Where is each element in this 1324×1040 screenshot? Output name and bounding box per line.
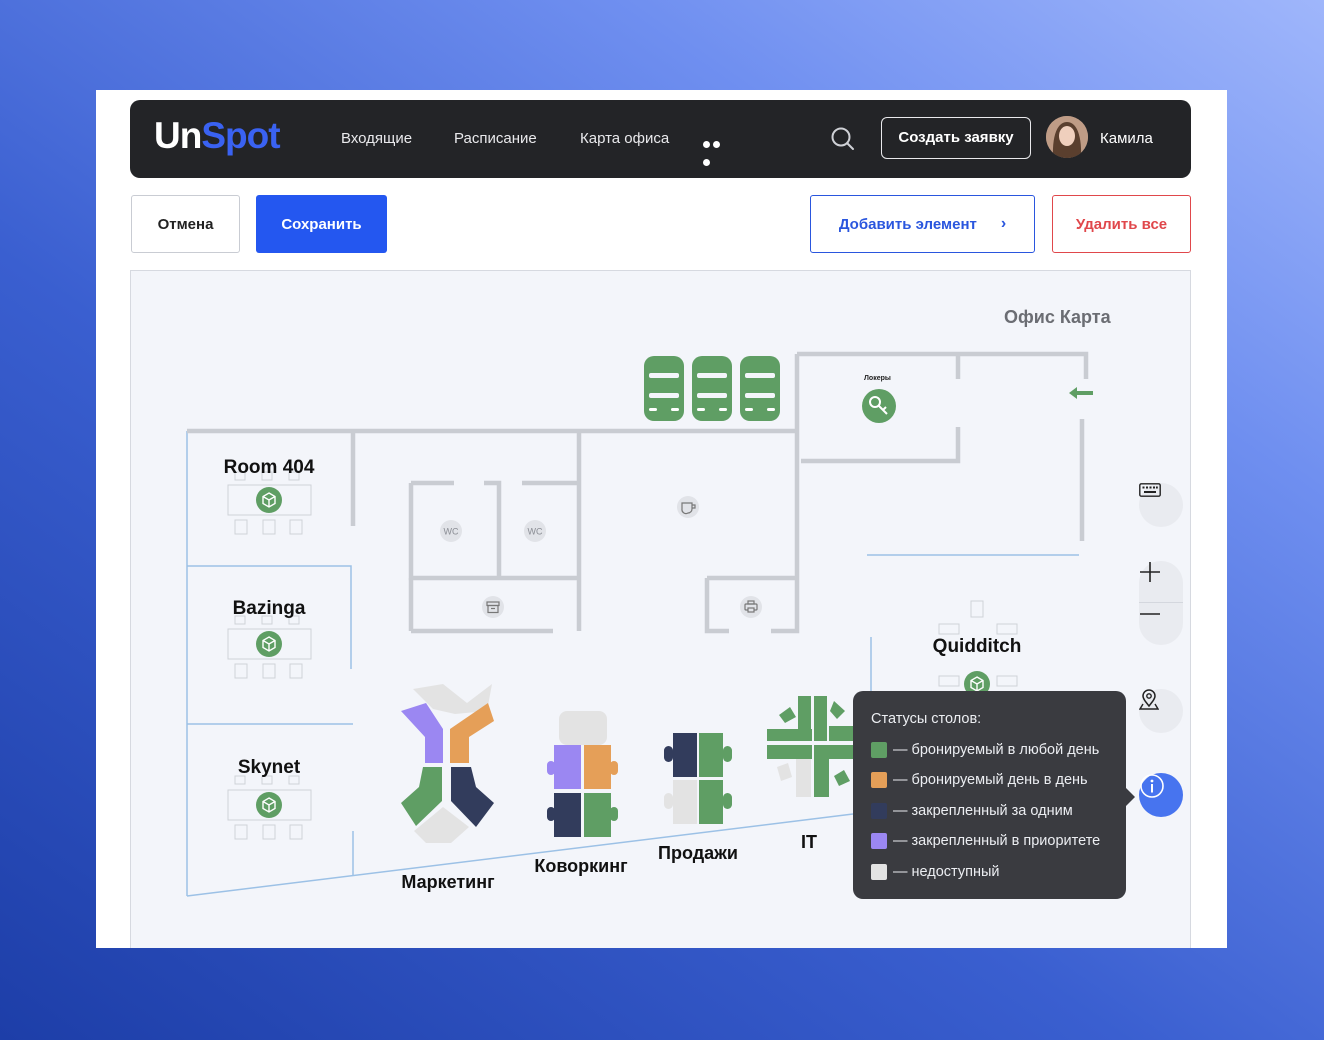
- minus-icon: [1140, 613, 1160, 615]
- nav-office-map[interactable]: Карта офиса: [580, 130, 670, 147]
- legend-item: — закрепленный в приоритете: [871, 832, 1100, 850]
- avatar[interactable]: [1046, 116, 1088, 158]
- legend-swatch-orange: [871, 772, 887, 788]
- keyboard-button[interactable]: [1139, 483, 1183, 527]
- zoom-in-button[interactable]: [1139, 561, 1183, 603]
- chevron-right-icon: ›: [1000, 215, 1007, 232]
- plus-icon: [1140, 562, 1160, 582]
- legend-item: — закрепленный за одним: [871, 802, 1073, 820]
- search-icon[interactable]: [830, 126, 856, 152]
- location-button[interactable]: [1139, 689, 1183, 733]
- cancel-button[interactable]: Отмена: [131, 195, 240, 253]
- legend-swatch-gray: [871, 864, 887, 880]
- info-icon: [1140, 774, 1164, 798]
- legend-swatch-green: [871, 742, 887, 758]
- room-label-bazinga[interactable]: Bazinga: [232, 598, 306, 619]
- legend-label: — недоступный: [893, 864, 1000, 880]
- more-menu-icon[interactable]: [703, 135, 731, 166]
- legend-title: Статусы столов:: [871, 711, 982, 727]
- delete-all-button[interactable]: Удалить все: [1052, 195, 1191, 253]
- nav-schedule[interactable]: Расписание: [454, 130, 537, 147]
- marketing-desk-cluster: [401, 684, 494, 843]
- zone-label-marketing[interactable]: Маркетинг: [401, 872, 495, 892]
- sales-desk-cluster: [664, 733, 732, 824]
- desk-status-legend: Статусы столов: — бронируемый в любой де…: [853, 691, 1135, 899]
- wc-icon: [440, 520, 546, 542]
- office-map-canvas[interactable]: WC WC: [130, 270, 1191, 948]
- room-label-skynet[interactable]: Skynet: [237, 757, 301, 778]
- logo-text-spot: Spot: [201, 115, 280, 156]
- save-button[interactable]: Сохранить: [256, 195, 387, 253]
- room-label-404[interactable]: Room 404: [223, 457, 315, 478]
- it-desk-cluster: [767, 696, 853, 797]
- parking-cars: [644, 356, 780, 421]
- legend-item: — бронируемый в любой день: [871, 741, 1099, 759]
- legend-item: — бронируемый день в день: [871, 771, 1088, 789]
- top-navigation-bar: UnSpot Входящие Расписание Карта офиса С…: [130, 100, 1191, 178]
- location-pin-icon: [1139, 689, 1159, 710]
- key-icon: [862, 389, 896, 423]
- info-button[interactable]: [1139, 773, 1183, 817]
- room-skynet-table: [227, 775, 312, 840]
- room-bazinga-table: [227, 615, 312, 679]
- archive-icon: [482, 596, 504, 618]
- user-name[interactable]: Камила: [1100, 130, 1153, 147]
- map-title: Офис Карта: [1004, 307, 1111, 327]
- coworking-desk-cluster: [547, 711, 618, 837]
- wc-label-2: WC: [528, 527, 543, 537]
- logo-text-un: Un: [154, 115, 202, 156]
- legend-pointer: [1125, 787, 1135, 807]
- nav-inbox[interactable]: Входящие: [341, 130, 413, 147]
- legend-label: — бронируемый в любой день: [893, 742, 1100, 758]
- room-404-table: [227, 471, 312, 535]
- wc-label-1: WC: [444, 527, 459, 537]
- create-request-button[interactable]: Создать заявку: [881, 117, 1031, 159]
- walls: [187, 351, 1089, 634]
- coffee-icon: [677, 496, 699, 518]
- room-quidditch-table: [938, 600, 1018, 697]
- room-label-quidditch[interactable]: Quidditch: [932, 636, 1022, 657]
- legend-swatch-navy: [871, 803, 887, 819]
- zone-label-sales[interactable]: Продажи: [658, 843, 738, 863]
- add-element-button[interactable]: Добавить элемент ›: [810, 195, 1035, 253]
- legend-label: — бронируемый день в день: [893, 772, 1088, 788]
- arrow-left-icon: [1069, 387, 1093, 399]
- zone-label-coworking[interactable]: Коворкинг: [534, 856, 628, 876]
- zoom-out-button[interactable]: [1139, 603, 1183, 645]
- room-boundaries: [186, 431, 1079, 897]
- keyboard-icon: [1139, 483, 1161, 497]
- lockers-label: Локеры: [864, 375, 891, 382]
- legend-item: — недоступный: [871, 863, 1000, 881]
- printer-icon: [740, 596, 762, 618]
- legend-swatch-purple: [871, 833, 887, 849]
- add-element-label: Добавить элемент: [838, 215, 977, 233]
- floor-plan: WC WC: [186, 351, 1093, 897]
- zoom-control: [1139, 561, 1183, 645]
- app-logo[interactable]: UnSpot: [154, 114, 281, 158]
- legend-label: — закрепленный в приоритете: [893, 833, 1101, 849]
- legend-label: — закрепленный за одним: [893, 803, 1073, 819]
- zone-label-it[interactable]: IT: [801, 832, 817, 852]
- app-frame: UnSpot Входящие Расписание Карта офиса С…: [96, 90, 1227, 948]
